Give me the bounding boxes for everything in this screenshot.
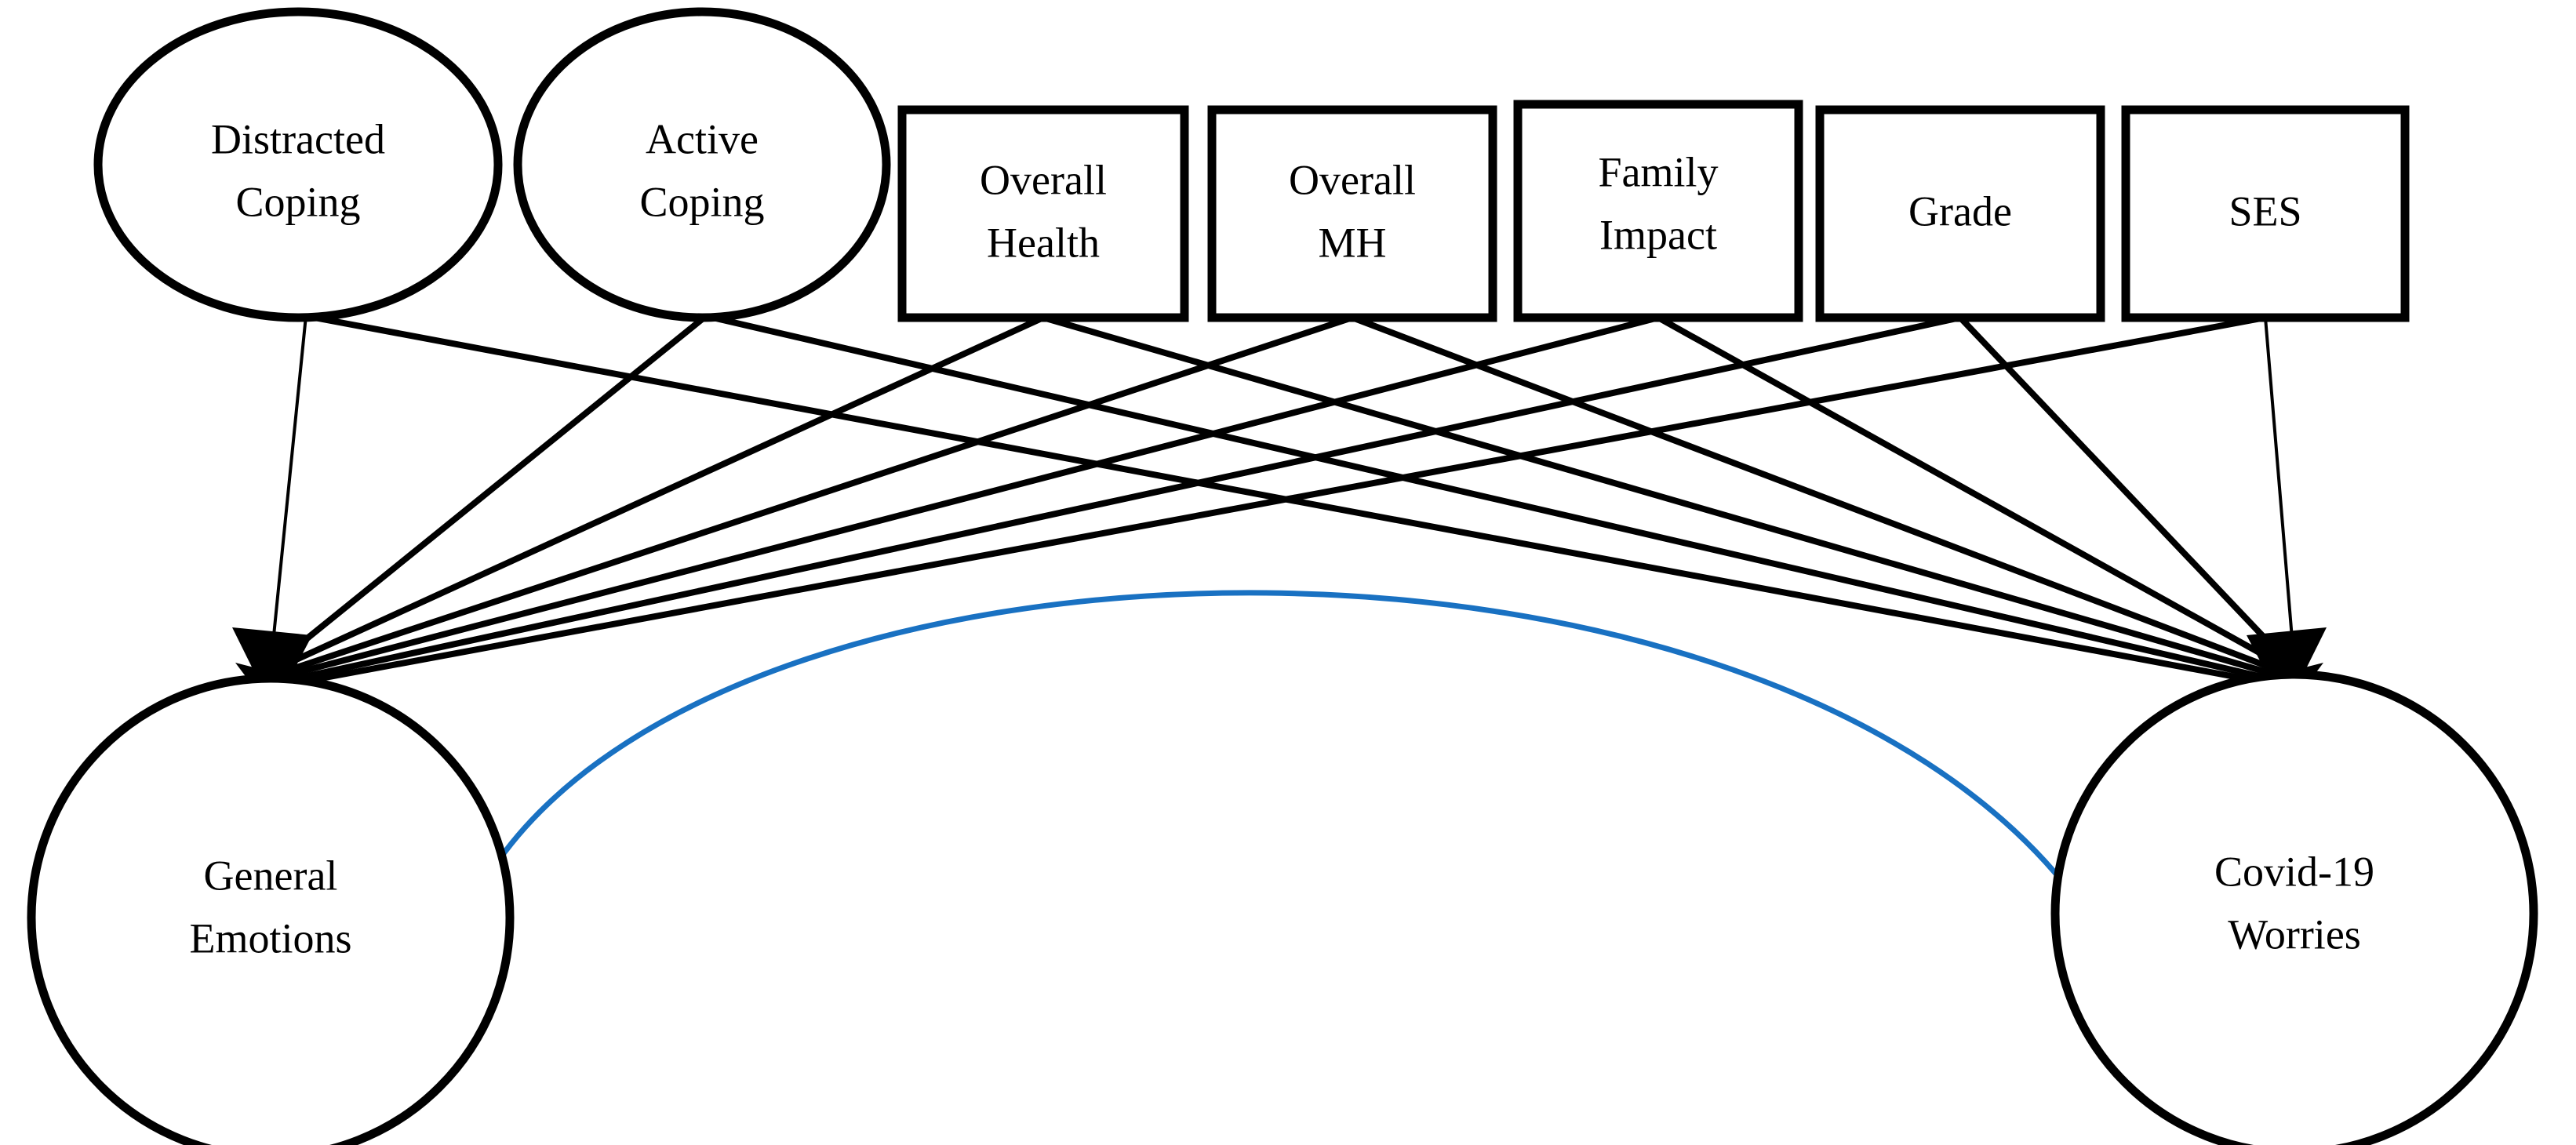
family-impact-label-line2: Impact: [1599, 211, 1717, 258]
path-overall-mh-to-covid-worries: [1351, 314, 2284, 675]
distracted-coping-label-line1: Distracted: [211, 115, 385, 162]
path-overall-health-to-covid-worries: [1042, 314, 2282, 679]
path-distracted-to-covid-worries: [305, 313, 2278, 688]
path-grade-to-covid-worries: [1958, 315, 2291, 666]
path-distracted-to-general-emotions: [269, 315, 307, 667]
ses-label-line1: SES: [2229, 187, 2301, 234]
distracted-coping-label-line2: Coping: [235, 178, 360, 225]
family-impact-label-line1: Family: [1598, 148, 1718, 195]
path-grade-to-general-emotions: [285, 314, 1961, 684]
path-family-impact-to-general-emotions: [282, 314, 1660, 679]
active-coping-label-line1: Active: [646, 115, 759, 162]
covid-19-worries-label-line2: Worries: [2228, 911, 2361, 958]
overall-health-rect: [897, 105, 1189, 322]
path-active-to-general-emotions: [274, 313, 708, 667]
covid-19-worries-circle: [2050, 670, 2538, 1145]
node-active-coping[interactable]: Active Coping: [513, 7, 891, 322]
distracted-coping-ellipse: [93, 7, 503, 322]
overall-health-label-line2: Health: [987, 219, 1100, 266]
node-general-emotions[interactable]: General Emotions: [27, 674, 515, 1145]
node-ses[interactable]: SES: [2121, 105, 2410, 322]
overall-health-label-line1: Overall: [980, 156, 1107, 203]
node-family-impact[interactable]: Family Impact: [1513, 100, 1803, 322]
path-overall-health-to-general-emotions: [278, 314, 1045, 671]
overall-mh-label-line1: Overall: [1289, 156, 1416, 203]
node-distracted-coping[interactable]: Distracted Coping: [93, 7, 503, 322]
node-covid-19-worries[interactable]: Covid-19 Worries: [2050, 670, 2538, 1145]
general-emotions-label-line2: Emotions: [189, 914, 351, 961]
general-emotions-circle: [27, 674, 515, 1145]
path-ses-to-general-emotions: [286, 314, 2266, 688]
active-coping-label-line2: Coping: [639, 178, 764, 225]
path-ses-to-covid-worries: [2264, 317, 2296, 667]
regression-paths-to-covid-worries: [305, 313, 2296, 688]
family-impact-rect: [1513, 100, 1803, 322]
covid-19-worries-label-line1: Covid-19: [2214, 848, 2374, 895]
grade-label-line1: Grade: [1908, 187, 2012, 234]
node-overall-health[interactable]: Overall Health: [897, 105, 1189, 322]
node-grade[interactable]: Grade: [1815, 105, 2105, 322]
path-family-impact-to-covid-worries: [1657, 314, 2287, 671]
path-overall-mh-to-general-emotions: [281, 314, 1354, 675]
regression-paths-to-general-emotions: [269, 313, 2266, 688]
overall-mh-rect: [1207, 105, 1497, 322]
active-coping-ellipse: [513, 7, 891, 322]
general-emotions-label-line1: General: [204, 852, 338, 899]
grade-rect: [1815, 105, 2105, 322]
node-overall-mh[interactable]: Overall MH: [1207, 105, 1497, 322]
ses-rect: [2121, 105, 2410, 322]
overall-mh-label-line2: MH: [1318, 219, 1386, 266]
path-active-to-covid-worries: [705, 313, 2279, 684]
covariance-curve-general-emotions-covid-worries: [496, 590, 2075, 896]
